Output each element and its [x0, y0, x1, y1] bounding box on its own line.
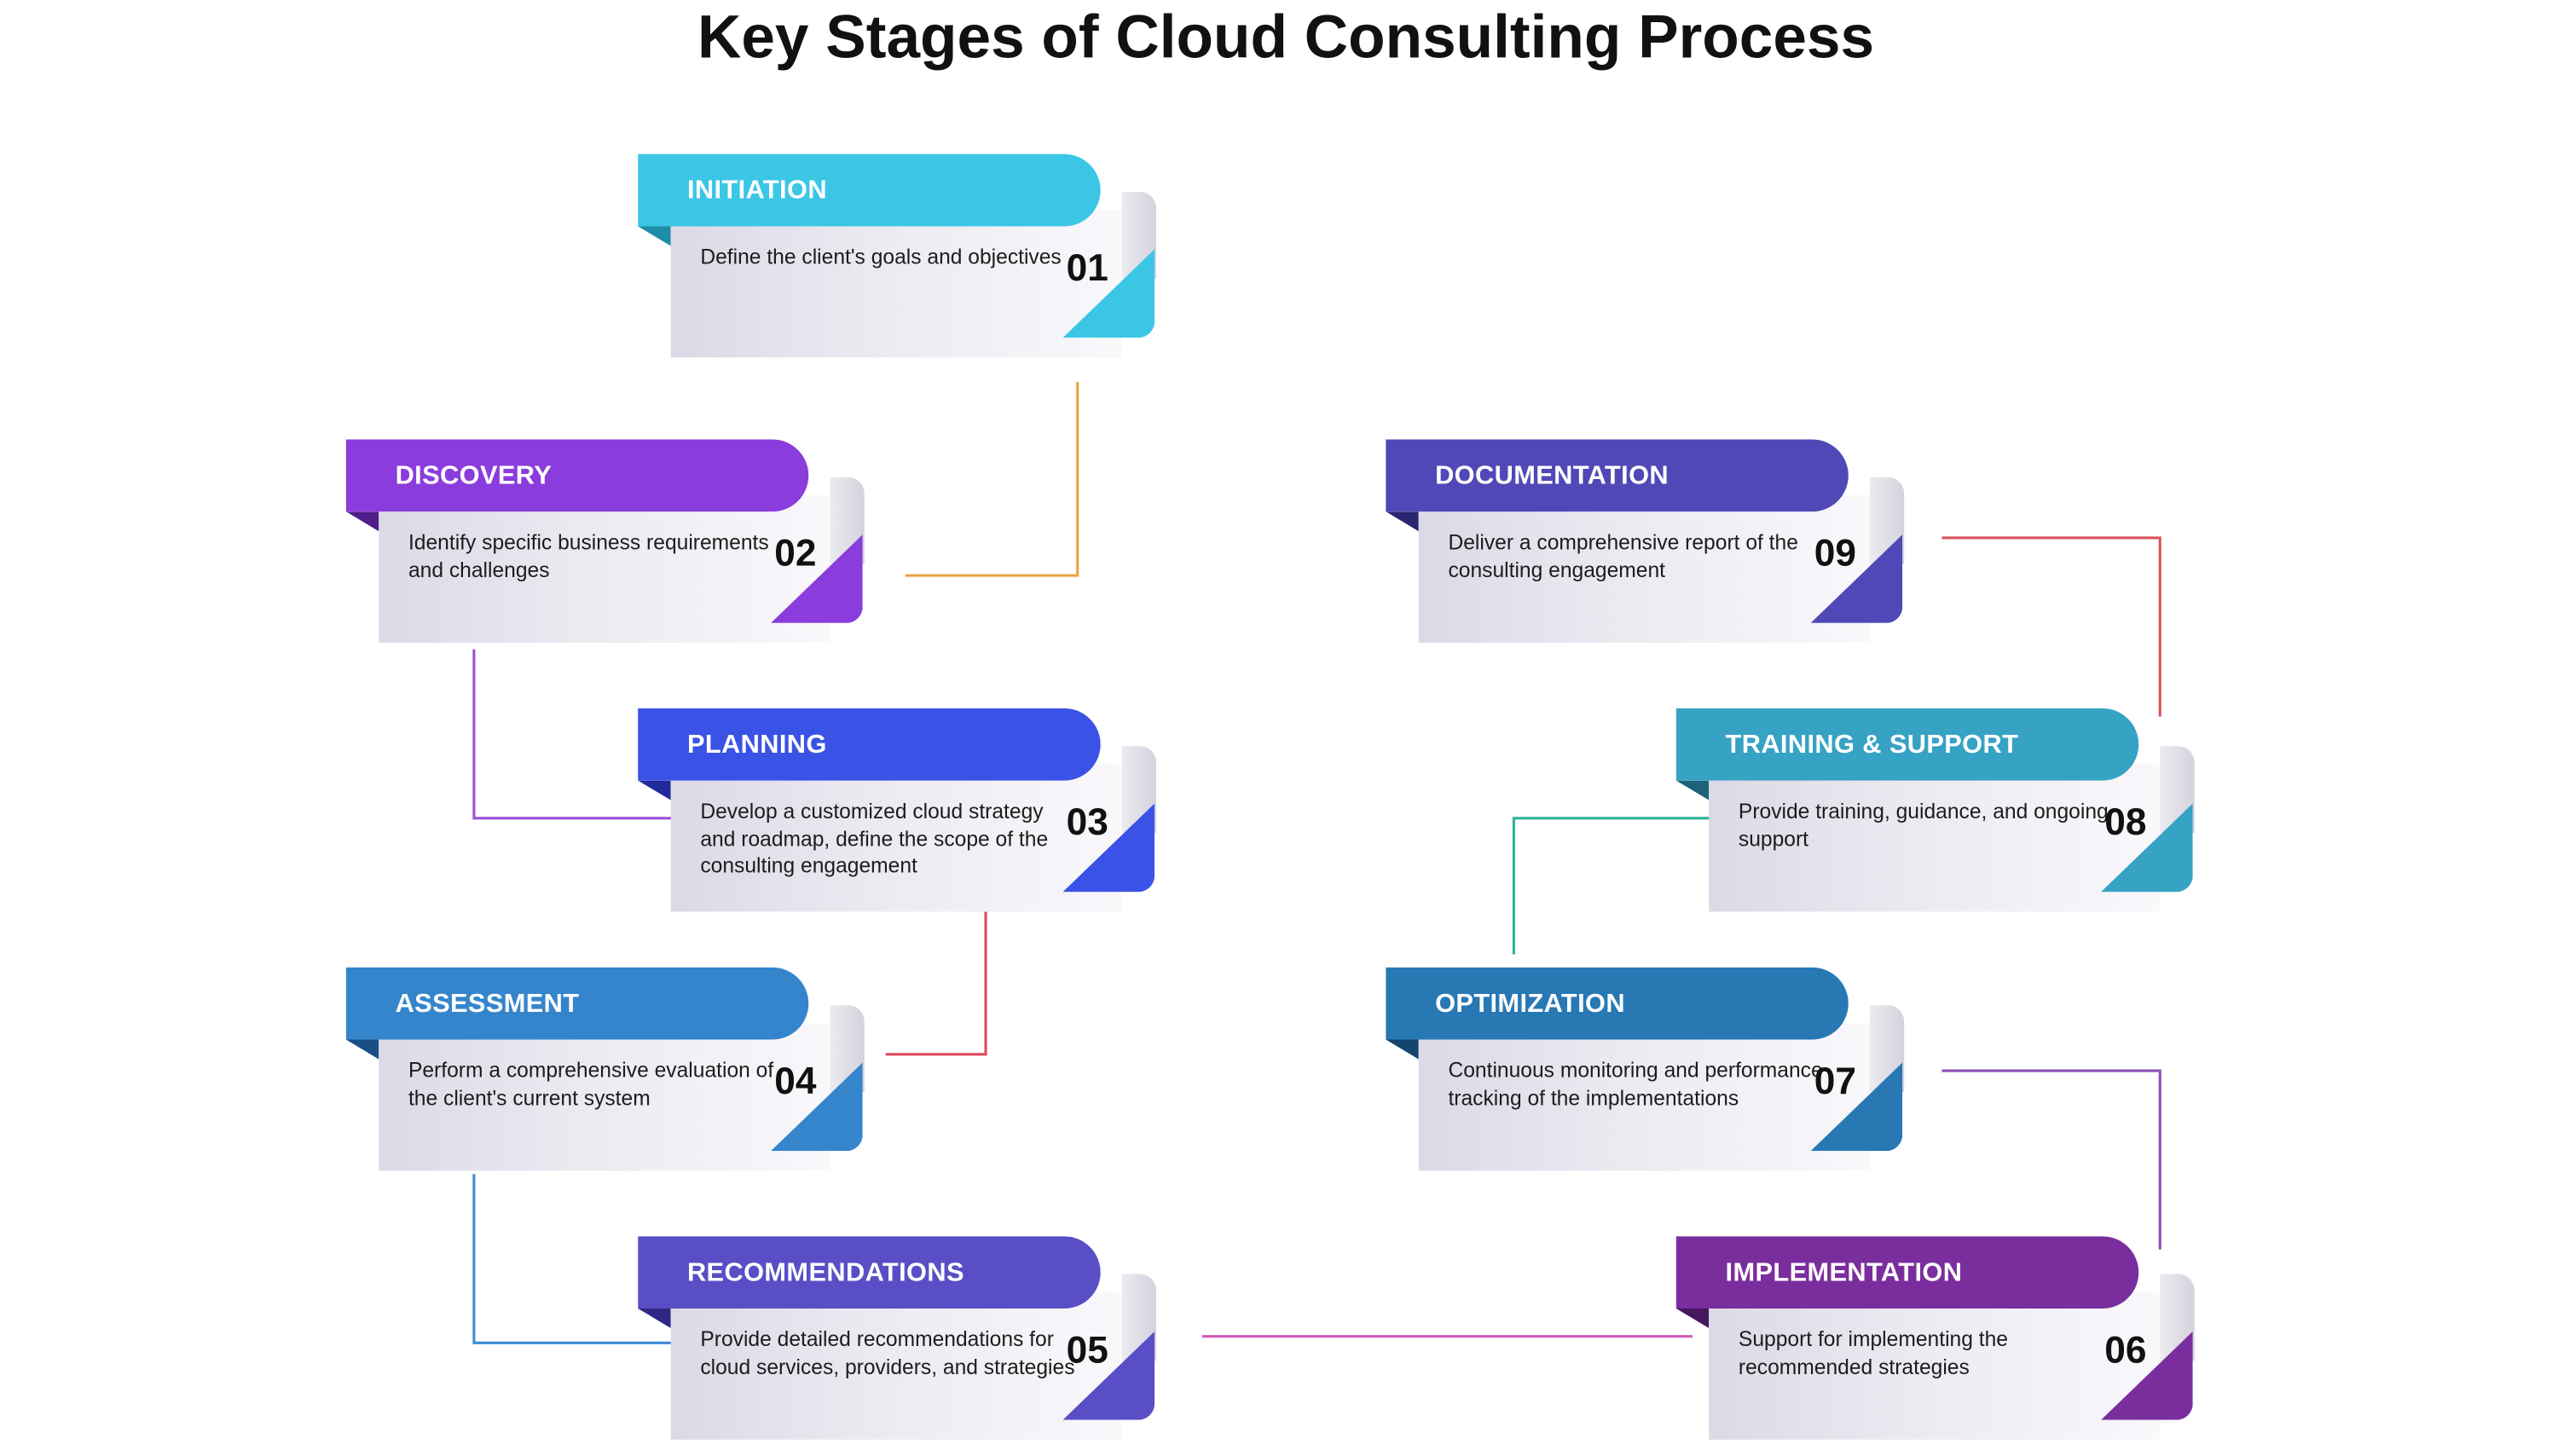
card-notch	[638, 226, 671, 246]
stage-description: Define the client's goals and objectives	[700, 244, 1062, 269]
card-notch	[1386, 1039, 1419, 1060]
stage-number: 06	[2104, 1328, 2147, 1372]
stage-title: INITIATION	[638, 153, 1101, 227]
card-notch	[345, 511, 379, 532]
connector-04-05	[472, 1174, 673, 1344]
stage-title: TRAINING & SUPPORT	[1675, 708, 2139, 781]
card-notch	[1386, 511, 1419, 532]
connector-07-08	[1512, 817, 1713, 955]
stage-number: 03	[1066, 800, 1108, 843]
stage-title: ASSESSMENT	[345, 967, 809, 1040]
stage-title: RECOMMENDATIONS	[638, 1236, 1101, 1309]
card-body	[379, 494, 830, 644]
stage-description: Provide training, guidance, and ongoing …	[1738, 798, 2109, 851]
stage-title: DOCUMENTATION	[1386, 439, 1849, 512]
stage-description: Develop a customized cloud strategy and …	[700, 798, 1049, 878]
card-body	[670, 1291, 1122, 1440]
stage-number: 04	[774, 1059, 817, 1102]
stage-number: 08	[2104, 800, 2147, 843]
stage-description: Identify specific business requirements …	[408, 529, 769, 581]
stage-number: 02	[774, 531, 817, 575]
stage-card-03: PLANNING Develop a customized cloud stra…	[638, 708, 1157, 928]
stage-number: 07	[1814, 1059, 1857, 1102]
stage-card-02: DISCOVERY Identify specific business req…	[345, 439, 865, 659]
stage-description: Deliver a comprehensive report of the co…	[1448, 529, 1798, 581]
card-notch	[345, 1039, 379, 1060]
connector-08-09	[1941, 536, 2161, 717]
connector-06-07	[1941, 1069, 2161, 1250]
stage-description: Perform a comprehensive evaluation of th…	[408, 1057, 774, 1110]
stage-description: Continuous monitoring and performance tr…	[1448, 1057, 1823, 1110]
stage-title: IMPLEMENTATION	[1675, 1236, 2139, 1309]
stage-number: 05	[1066, 1328, 1108, 1372]
stage-title: OPTIMIZATION	[1386, 967, 1849, 1040]
card-body	[1418, 1023, 1870, 1171]
card-body	[670, 764, 1122, 912]
stage-card-06: IMPLEMENTATION Support for implementing …	[1675, 1236, 2195, 1456]
stage-card-09: DOCUMENTATION Deliver a comprehensive re…	[1386, 439, 1905, 659]
stage-description: Support for implementing the recommended…	[1738, 1326, 2008, 1378]
stage-card-08: TRAINING & SUPPORT Provide training, gui…	[1675, 708, 2195, 928]
stage-card-07: OPTIMIZATION Continuous monitoring and p…	[1386, 967, 1905, 1187]
connector-02-03	[472, 649, 673, 820]
card-body	[1709, 1291, 2161, 1440]
connector-01-02	[905, 382, 1079, 577]
stage-number: 09	[1814, 531, 1857, 575]
card-body	[1418, 494, 1870, 644]
card-body	[1709, 764, 2161, 912]
stage-description: Provide detailed recommendations for clo…	[700, 1326, 1075, 1378]
card-notch	[1675, 1308, 1710, 1329]
card-body	[379, 1023, 830, 1171]
stage-title: PLANNING	[638, 708, 1101, 781]
stage-card-05: RECOMMENDATIONS Provide detailed recomme…	[638, 1236, 1157, 1456]
card-notch	[638, 780, 671, 800]
connector-03-04	[885, 911, 987, 1056]
stage-title: DISCOVERY	[345, 439, 809, 512]
stage-card-01: INITIATION Define the client's goals and…	[638, 153, 1157, 374]
stage-number: 01	[1066, 246, 1108, 289]
card-notch	[638, 1308, 671, 1329]
page-title: Key Stages of Cloud Consulting Process	[697, 3, 1875, 71]
card-body	[670, 210, 1122, 358]
stage-card-04: ASSESSMENT Perform a comprehensive evalu…	[345, 967, 865, 1187]
card-notch	[1675, 780, 1710, 800]
